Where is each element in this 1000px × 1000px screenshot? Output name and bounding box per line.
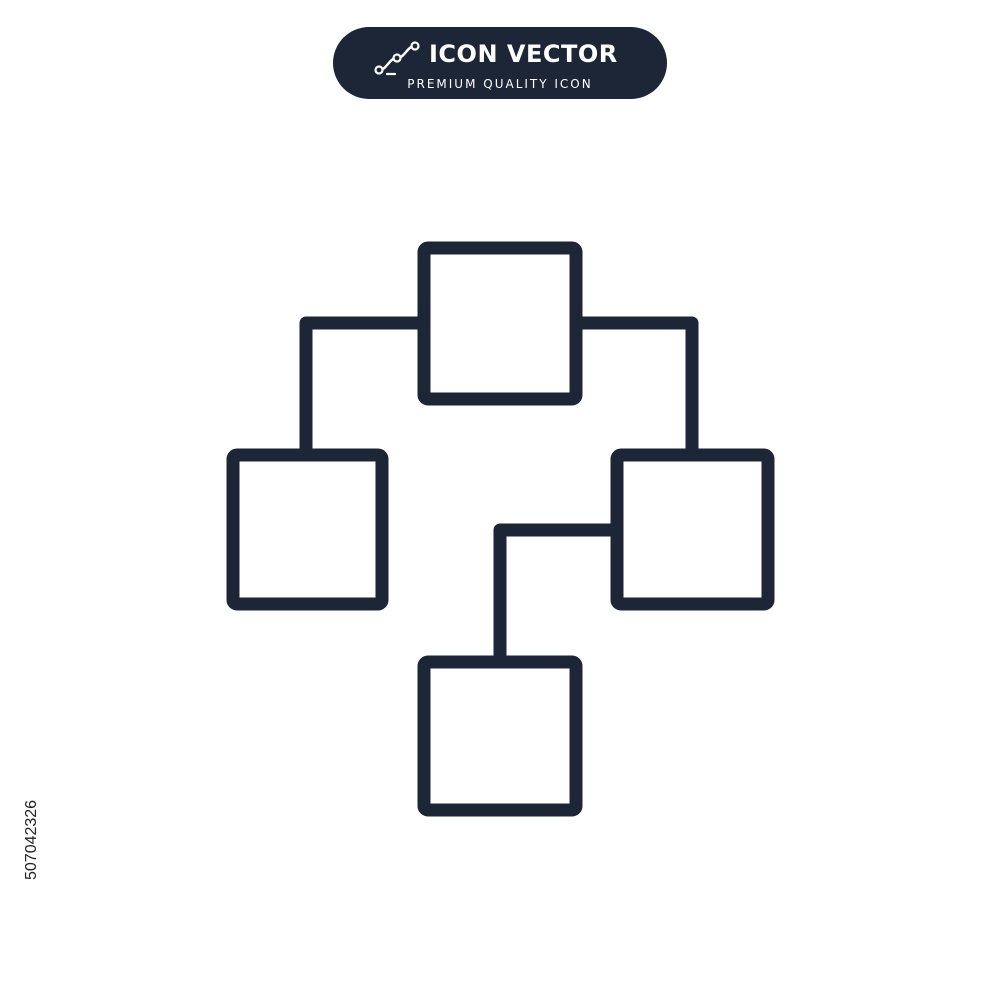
stock-id-label: 507042326 xyxy=(23,799,40,880)
box-left xyxy=(226,448,389,611)
connector-top-right xyxy=(570,316,699,458)
box-bottom xyxy=(417,655,583,817)
box-right xyxy=(610,448,775,611)
connector-right-bottom xyxy=(493,523,623,666)
node-curve-icon xyxy=(374,41,420,76)
badge-subtitle: PREMIUM QUALITY ICON xyxy=(407,77,593,91)
box-top xyxy=(417,241,583,406)
connector-top-left xyxy=(299,316,427,458)
icon-vector-badge: ICON VECTOR PREMIUM QUALITY ICON xyxy=(333,27,667,99)
badge-title: ICON VECTOR xyxy=(429,40,618,68)
